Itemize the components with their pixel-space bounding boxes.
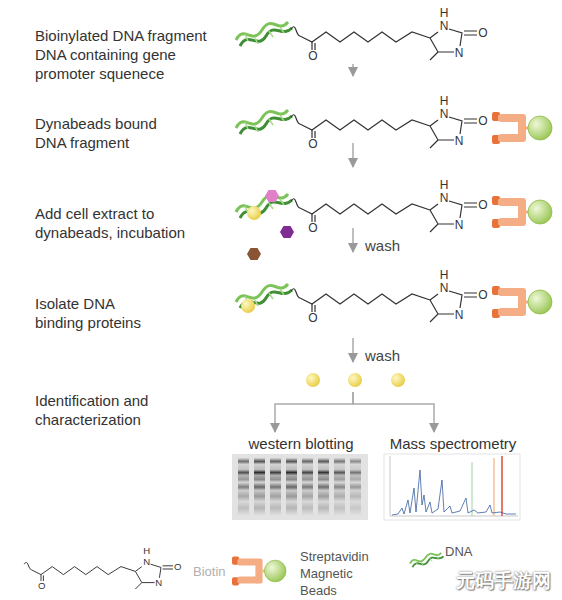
dna-helix [236, 22, 292, 46]
atom-symbol: H [440, 179, 449, 191]
watermark: 元码手游网 [456, 571, 551, 590]
step-label: Identification and characterization [35, 391, 185, 429]
mass-spectrum [384, 454, 520, 520]
dna-helix [410, 553, 444, 567]
step-label: Dynabeads bound DNA fragment [35, 114, 165, 152]
blot-lane [254, 458, 265, 516]
atom-symbol: N [440, 108, 449, 120]
atom-symbol: O [308, 138, 317, 150]
blot-lane [302, 458, 313, 516]
step-label: Add cell extract to dynabeads, incubatio… [35, 204, 220, 242]
blot-lane [350, 458, 361, 516]
step-label: Isolate DNA binding proteins [35, 294, 155, 332]
biotin-structure [291, 115, 477, 148]
atom-symbol: O [38, 581, 45, 591]
biotin-structure [24, 562, 173, 589]
blot-lane [334, 458, 345, 516]
blot-lane [286, 458, 297, 516]
step-note: wash [365, 237, 400, 254]
flow-arrow [275, 392, 353, 432]
streptavidin-bead [492, 286, 552, 318]
atom-symbol: N [440, 192, 449, 204]
atom-symbol: O [308, 50, 317, 62]
atom-symbol: O [478, 199, 487, 211]
dna-helix [236, 194, 292, 218]
flow-arrow [352, 228, 354, 252]
step-band: Isolate DNA binding proteins [35, 252, 535, 338]
atom-symbol: O [478, 27, 487, 39]
step-band: Identification and characterization [35, 362, 535, 392]
dna-helix [236, 110, 292, 134]
biotin-structure [291, 199, 477, 232]
atom-symbol: N [455, 219, 464, 231]
analysis-panel: western blotting [230, 432, 372, 522]
step-note: wash [365, 347, 400, 364]
streptavidin-bead [492, 196, 552, 228]
atom-symbol: O [174, 563, 181, 573]
atom-symbol: N [143, 557, 150, 567]
blot-image [232, 454, 368, 520]
atom-symbol: N [440, 282, 449, 294]
protein-shape [265, 190, 279, 202]
atom-symbol: N [440, 20, 449, 32]
blot-lane [238, 458, 249, 516]
step-band: Dynabeads bound DNA fragment [35, 76, 535, 143]
biotin-structure [291, 27, 477, 60]
method-title: Mass spectrometry [382, 434, 524, 453]
atom-symbol: N [455, 135, 464, 147]
flow-arrow [352, 143, 354, 167]
flow-arrow [352, 64, 354, 76]
streptavidin-bead [492, 112, 552, 144]
atom-symbol: N [455, 47, 464, 59]
atom-symbol: N [155, 579, 162, 589]
protein-shape [391, 373, 405, 387]
step-label: Bioinylated DNA fragment DNA containing … [35, 26, 220, 83]
legend-label: Biotin [193, 563, 253, 580]
protein-shape [280, 226, 294, 238]
blot-lane [270, 458, 281, 516]
atom-symbol: O [478, 115, 487, 127]
atom-symbol: H [143, 547, 150, 557]
biotin-structure [291, 289, 477, 322]
streptavidin-bead [232, 557, 286, 586]
atom-symbol: O [478, 289, 487, 301]
atom-symbol: O [308, 222, 317, 234]
flow-arrow [352, 338, 354, 362]
protein-shape [241, 299, 255, 313]
legend-label: DNA [445, 543, 485, 560]
spectrum-trace [392, 470, 516, 515]
protein-shape [306, 373, 320, 387]
atom-symbol: H [440, 7, 449, 19]
legend-label: Streptavidin Magnetic Beads [300, 548, 382, 599]
analysis-panel: Mass spectrometry [382, 432, 524, 522]
atom-symbol: N [455, 309, 464, 321]
blot-lane [318, 458, 329, 516]
spectrum-peak [501, 456, 503, 516]
spectrum-peak [472, 462, 473, 516]
protein-shape [348, 373, 362, 387]
method-title: western blotting [230, 434, 372, 453]
spectrum-frame [384, 454, 520, 520]
protein-shape [247, 248, 261, 260]
spectrum-axis [390, 456, 518, 516]
atom-symbol: H [440, 269, 449, 281]
atom-symbol: H [440, 95, 449, 107]
blot-membrane [232, 454, 368, 520]
protein-shape [247, 206, 261, 220]
spectrum-peak [493, 458, 494, 516]
flow-arrow [353, 392, 434, 432]
atom-symbol: O [308, 312, 317, 324]
